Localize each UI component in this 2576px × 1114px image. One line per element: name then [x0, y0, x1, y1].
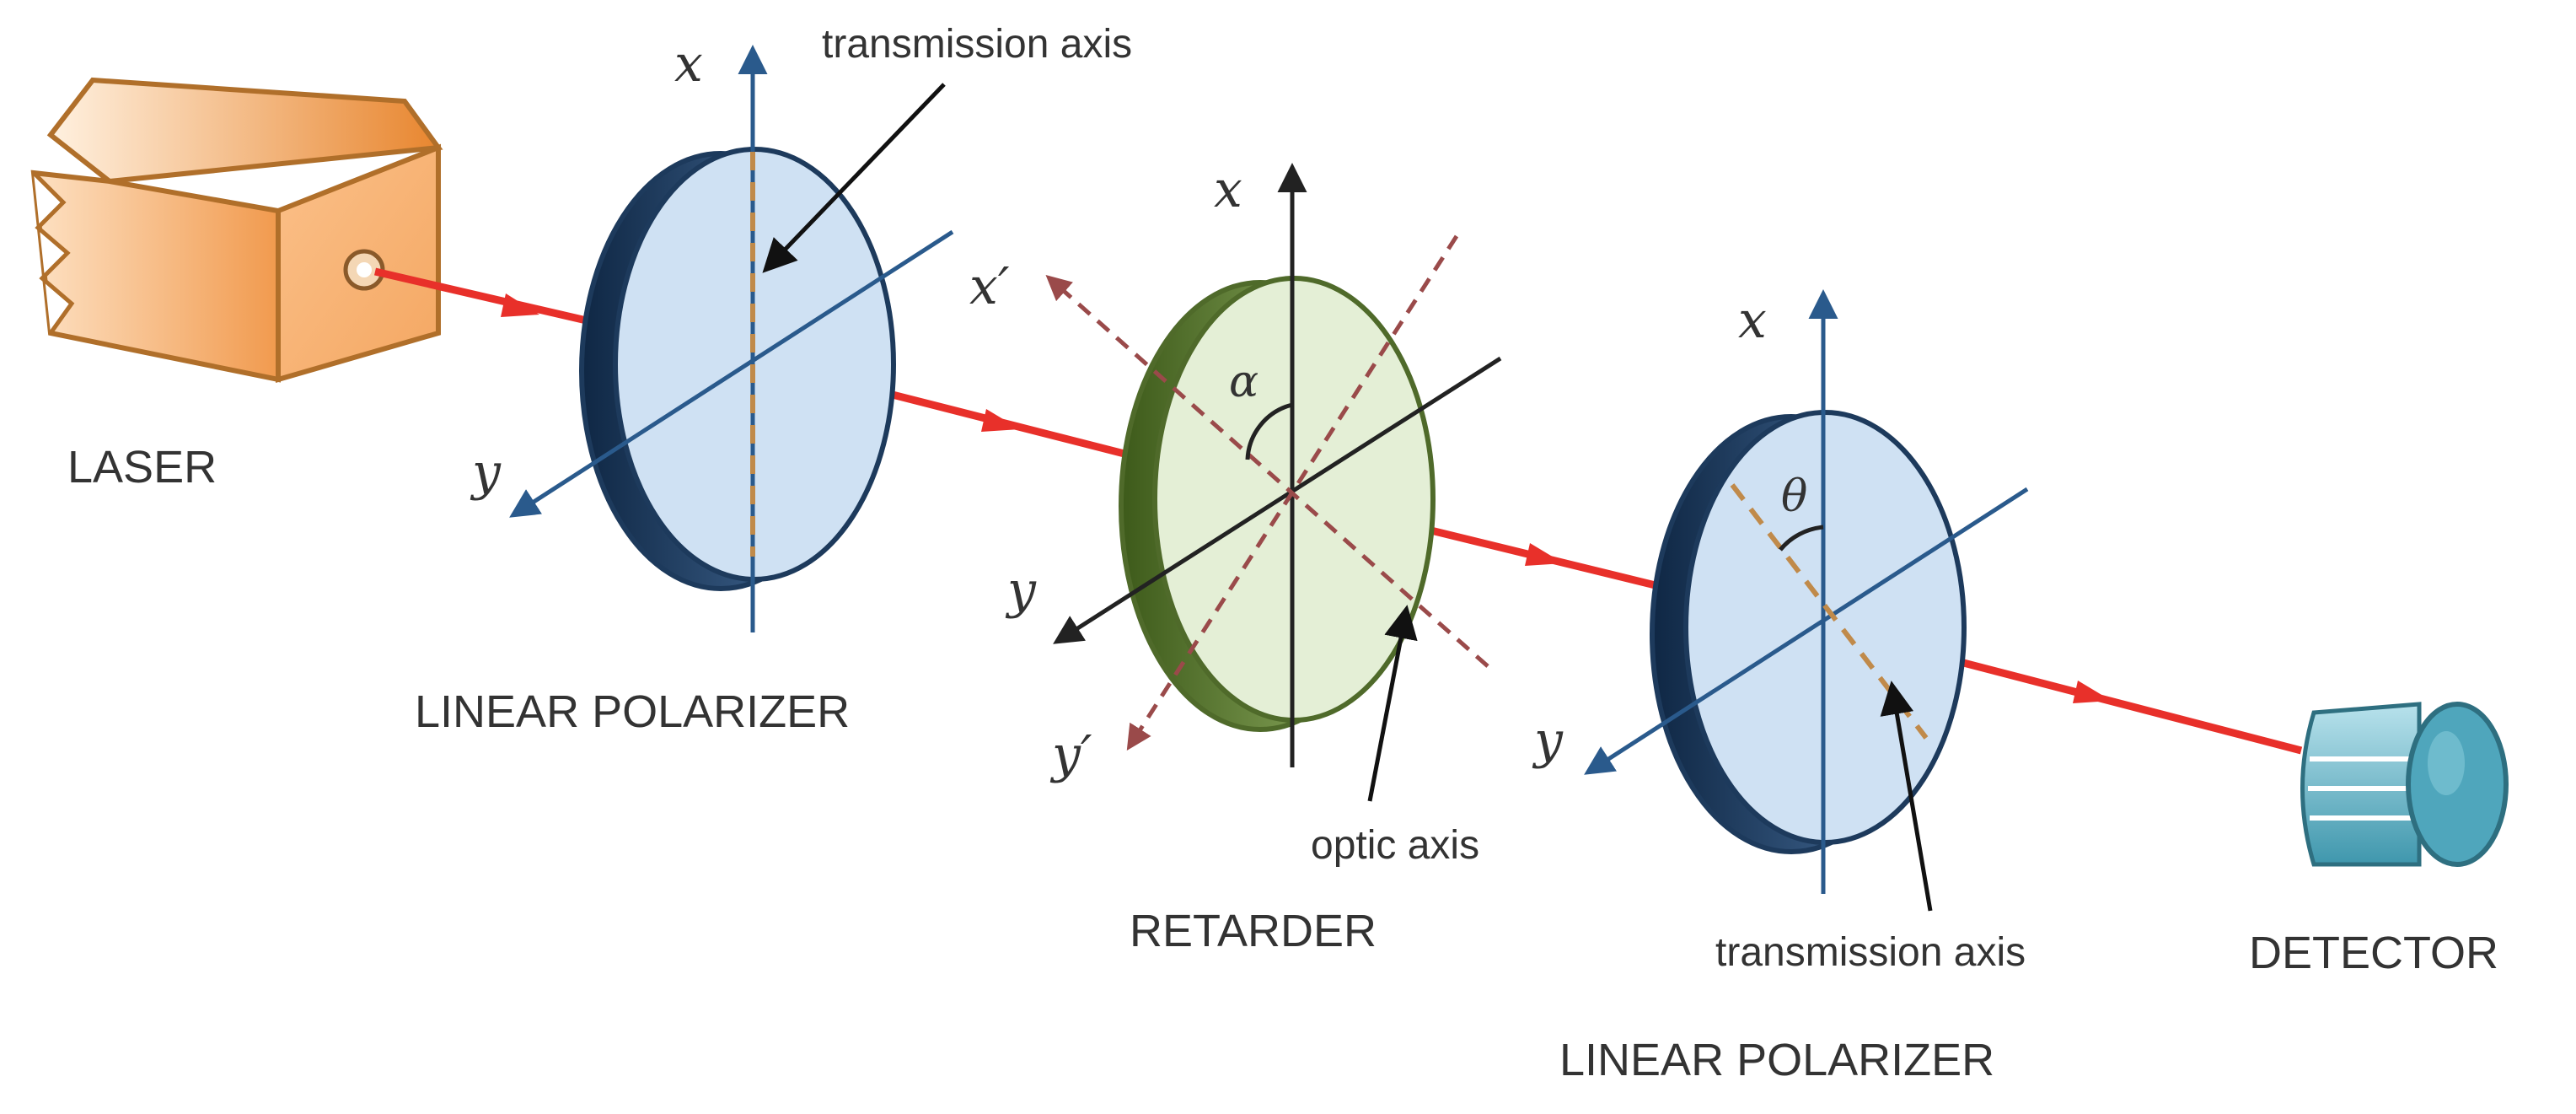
polarizer-2-transmission-axis [1730, 483, 1929, 740]
linear-polarizer-2 [1650, 410, 1967, 854]
detector-label: DETECTOR [2249, 928, 2498, 978]
polarizer-1-x-label: x [674, 35, 703, 94]
optic-axis-label: optic axis [1311, 823, 1479, 868]
polarizer-1-y-label: y [470, 443, 502, 502]
alpha-label: α [1229, 357, 1258, 407]
optic-axis-pointer [1367, 605, 1418, 802]
alpha-angle-arc [1245, 402, 1293, 460]
theta-label: θ [1781, 471, 1807, 522]
retarder-x-prime-label: x′ [969, 257, 1010, 316]
polarizer-2-x-label: x [1738, 291, 1767, 350]
polarizer-1-y-axis [509, 229, 954, 518]
laser-label: LASER [67, 442, 217, 492]
beam-arrowheads [501, 293, 2112, 703]
transmission-axis-2-label: transmission axis [1715, 930, 2026, 975]
retarder-y-label: y [1005, 561, 1037, 620]
retarder-y-prime-label: y′ [1049, 725, 1092, 784]
retarder-x-label: x [1214, 160, 1242, 219]
polarizer-2-y-label: y [1532, 711, 1564, 770]
transmission-axis-2-pointer [1880, 681, 1933, 912]
detector [2300, 702, 2509, 867]
retarder-rotated-axes [1045, 234, 1489, 751]
polarizer-2-y-axis [1584, 487, 2029, 775]
polarizer-2-label: LINEAR POLARIZER [1559, 1035, 1994, 1085]
transmission-axis-1-label: transmission axis [822, 22, 1132, 67]
retarder-y-axis [1053, 356, 1502, 644]
transmission-axis-1-pointer [762, 83, 946, 273]
retarder-axes [1053, 163, 1502, 767]
retarder-x-prime-axis [1045, 275, 1489, 668]
retarder-label: RETARDER [1130, 906, 1377, 956]
theta-angle-arc [1779, 525, 1824, 552]
polarizer-2-axes [1584, 289, 2029, 894]
polarizer-1-label: LINEAR POLARIZER [415, 686, 850, 737]
laser-box [30, 77, 443, 383]
